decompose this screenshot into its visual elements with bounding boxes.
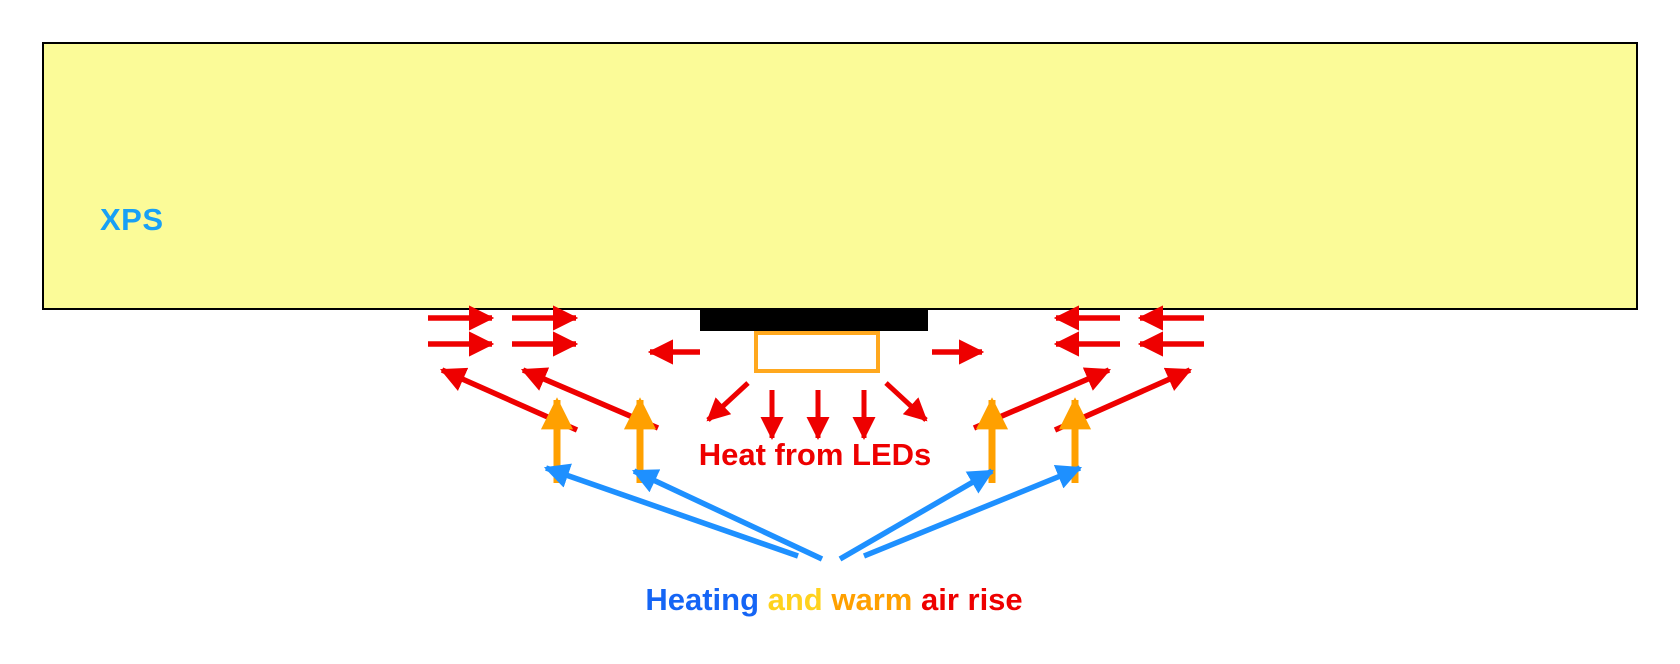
- led-fixture-box: [754, 331, 880, 373]
- rise-label-segment: air rise: [920, 582, 1023, 617]
- xps-label: XPS: [100, 202, 164, 237]
- xps-insulation-slab: XPS: [42, 42, 1638, 310]
- led-heat-down-arrow: [884, 381, 928, 422]
- rise-label-segment: Heating: [645, 582, 768, 617]
- cool-air-rise-arrow: [543, 463, 799, 559]
- cool-air-rise-arrow: [862, 465, 1083, 559]
- air-rise-label: Heating and warm air rise: [0, 582, 1668, 618]
- rise-label-segment: and: [767, 582, 832, 617]
- led-heat-down-arrow: [706, 381, 750, 422]
- heat-from-leds-label: Heat from LEDs: [698, 437, 932, 472]
- rise-label-segment: warm: [831, 582, 921, 617]
- led-mounting-bar: [700, 310, 928, 331]
- cool-air-rise-arrow: [838, 468, 994, 562]
- cool-air-rise-arrow: [632, 468, 824, 562]
